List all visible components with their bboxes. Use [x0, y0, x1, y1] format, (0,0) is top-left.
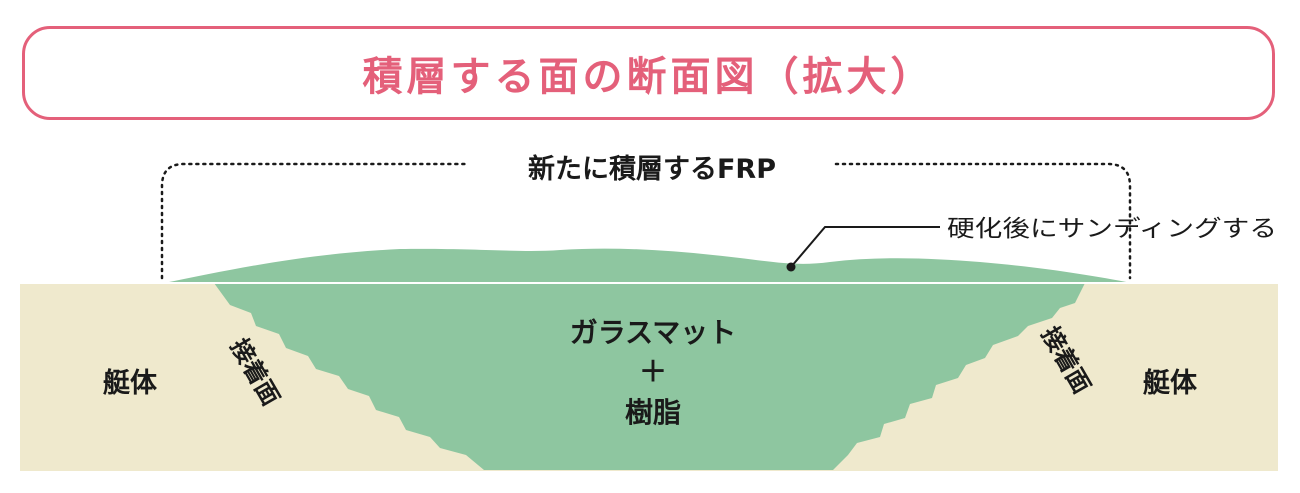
sanding-note: 硬化後にサンディングする	[947, 216, 1277, 242]
sanding-leader-line	[790, 226, 940, 268]
sanding-leader-dot	[786, 262, 796, 272]
frp-new-layer	[164, 248, 1132, 283]
center-label-line1: ガラスマット	[570, 316, 737, 349]
title-box: 積層する面の断面図（拡大）	[22, 26, 1275, 120]
frp-fill	[214, 283, 1085, 470]
hull-label-left: 艇体	[103, 367, 158, 399]
hull-label-right: 艇体	[1143, 367, 1198, 399]
center-label-line2: 樹脂	[625, 396, 681, 429]
diagram-title: 積層する面の断面図（拡大）	[362, 54, 935, 100]
frp-bracket	[160, 162, 1132, 280]
center-label-plus: ＋	[639, 355, 667, 388]
new-frp-label: 新たに積層するFRP	[528, 153, 776, 185]
